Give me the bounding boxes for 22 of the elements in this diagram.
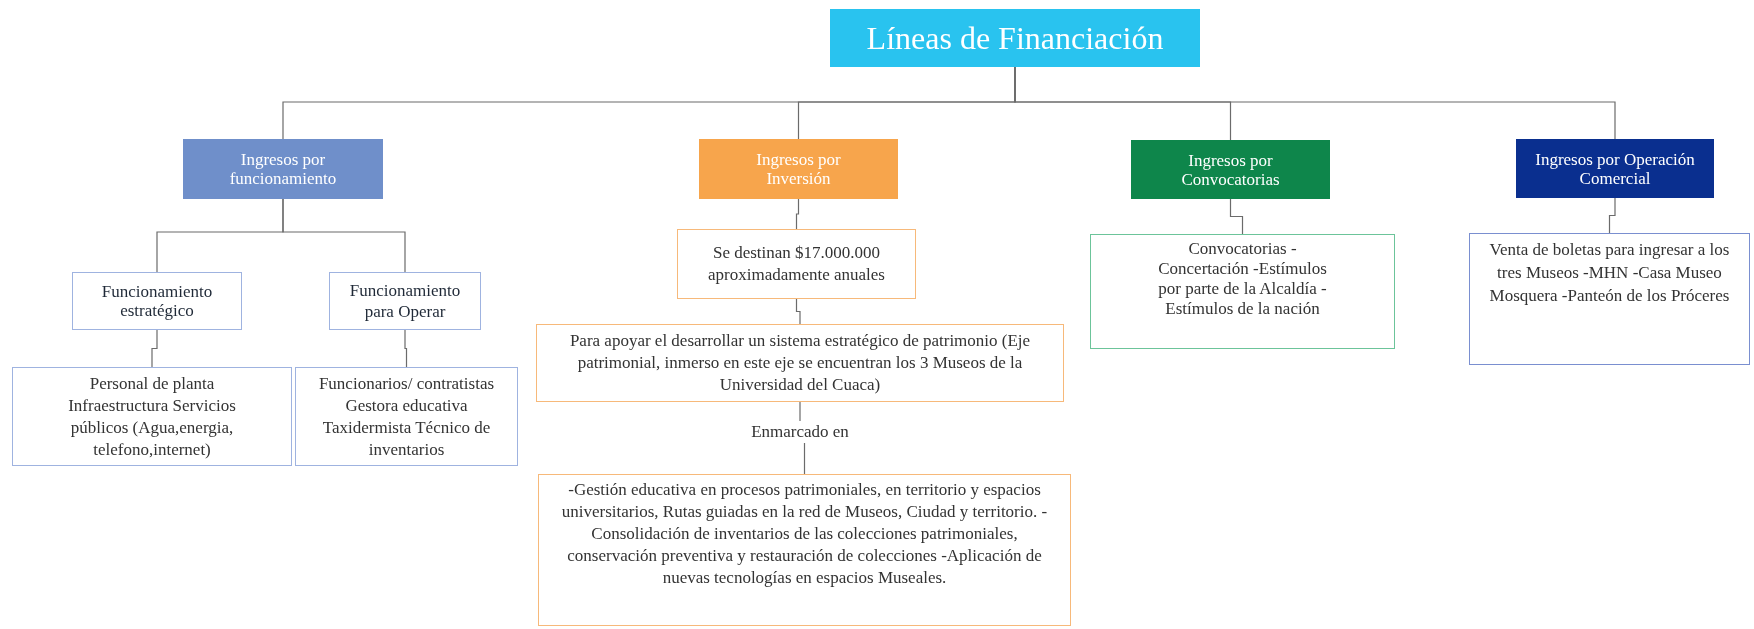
detail-box: Funcionarios/ contratistas Gestora educativa Taxidermista Técnico de inventarios (295, 367, 518, 466)
connector-line (151, 329, 158, 368)
connector-line (1608, 197, 1616, 234)
detail-box: Venta de boletas para ingresar a los tres Museos -MHN -Casa Museo Mosquera -Panteón de los Próceres (1469, 233, 1750, 365)
category-box: Ingresos por funcionamiento (183, 139, 383, 199)
detail-box: Personal de planta Infraestructura Servicios públicos (Agua,energia, telefono,internet) (12, 367, 292, 466)
connector-line (1014, 66, 1616, 140)
category-box: Ingresos por Convocatorias (1131, 140, 1330, 199)
category-box: Ingresos por Operación Comercial (1516, 139, 1714, 198)
detail-box: -Gestión educativa en procesos patrimoniales, en territorio y espacios universitarios, Rutas guiadas en la red de Museos, Ciudad y territorio. -Consolidación de inventarios de las colecciones patrimoniales, conservación preventiva y restauración de colecciones -Aplicación de nuevas tecnologías en espacios Museales. (538, 474, 1071, 626)
subcategory-box: Funcionamiento para Operar (329, 272, 481, 330)
connector-line (795, 198, 800, 230)
connector-line (404, 329, 408, 368)
connector-line (795, 298, 801, 325)
subcategory-box: Funcionamiento estratégico (72, 272, 242, 330)
detail-box: Se destinan $17.000.000 aproximadamente anuales (677, 229, 916, 299)
connector-line (1229, 198, 1244, 235)
category-box: Ingresos por Inversión (699, 139, 898, 199)
detail-box: Para apoyar el desarrollar un sistema estratégico de patrimonio (Eje patrimonial, inmerso en este eje se encuentran los 3 Museos de la Universidad del Cuaca) (536, 324, 1064, 402)
title-box: Líneas de Financiación (830, 9, 1200, 67)
detail-box: Convocatorias -Concertación -Estímulos por parte de la Alcaldía -Estímulos de la nación (1090, 234, 1395, 349)
connector-line (282, 198, 406, 273)
